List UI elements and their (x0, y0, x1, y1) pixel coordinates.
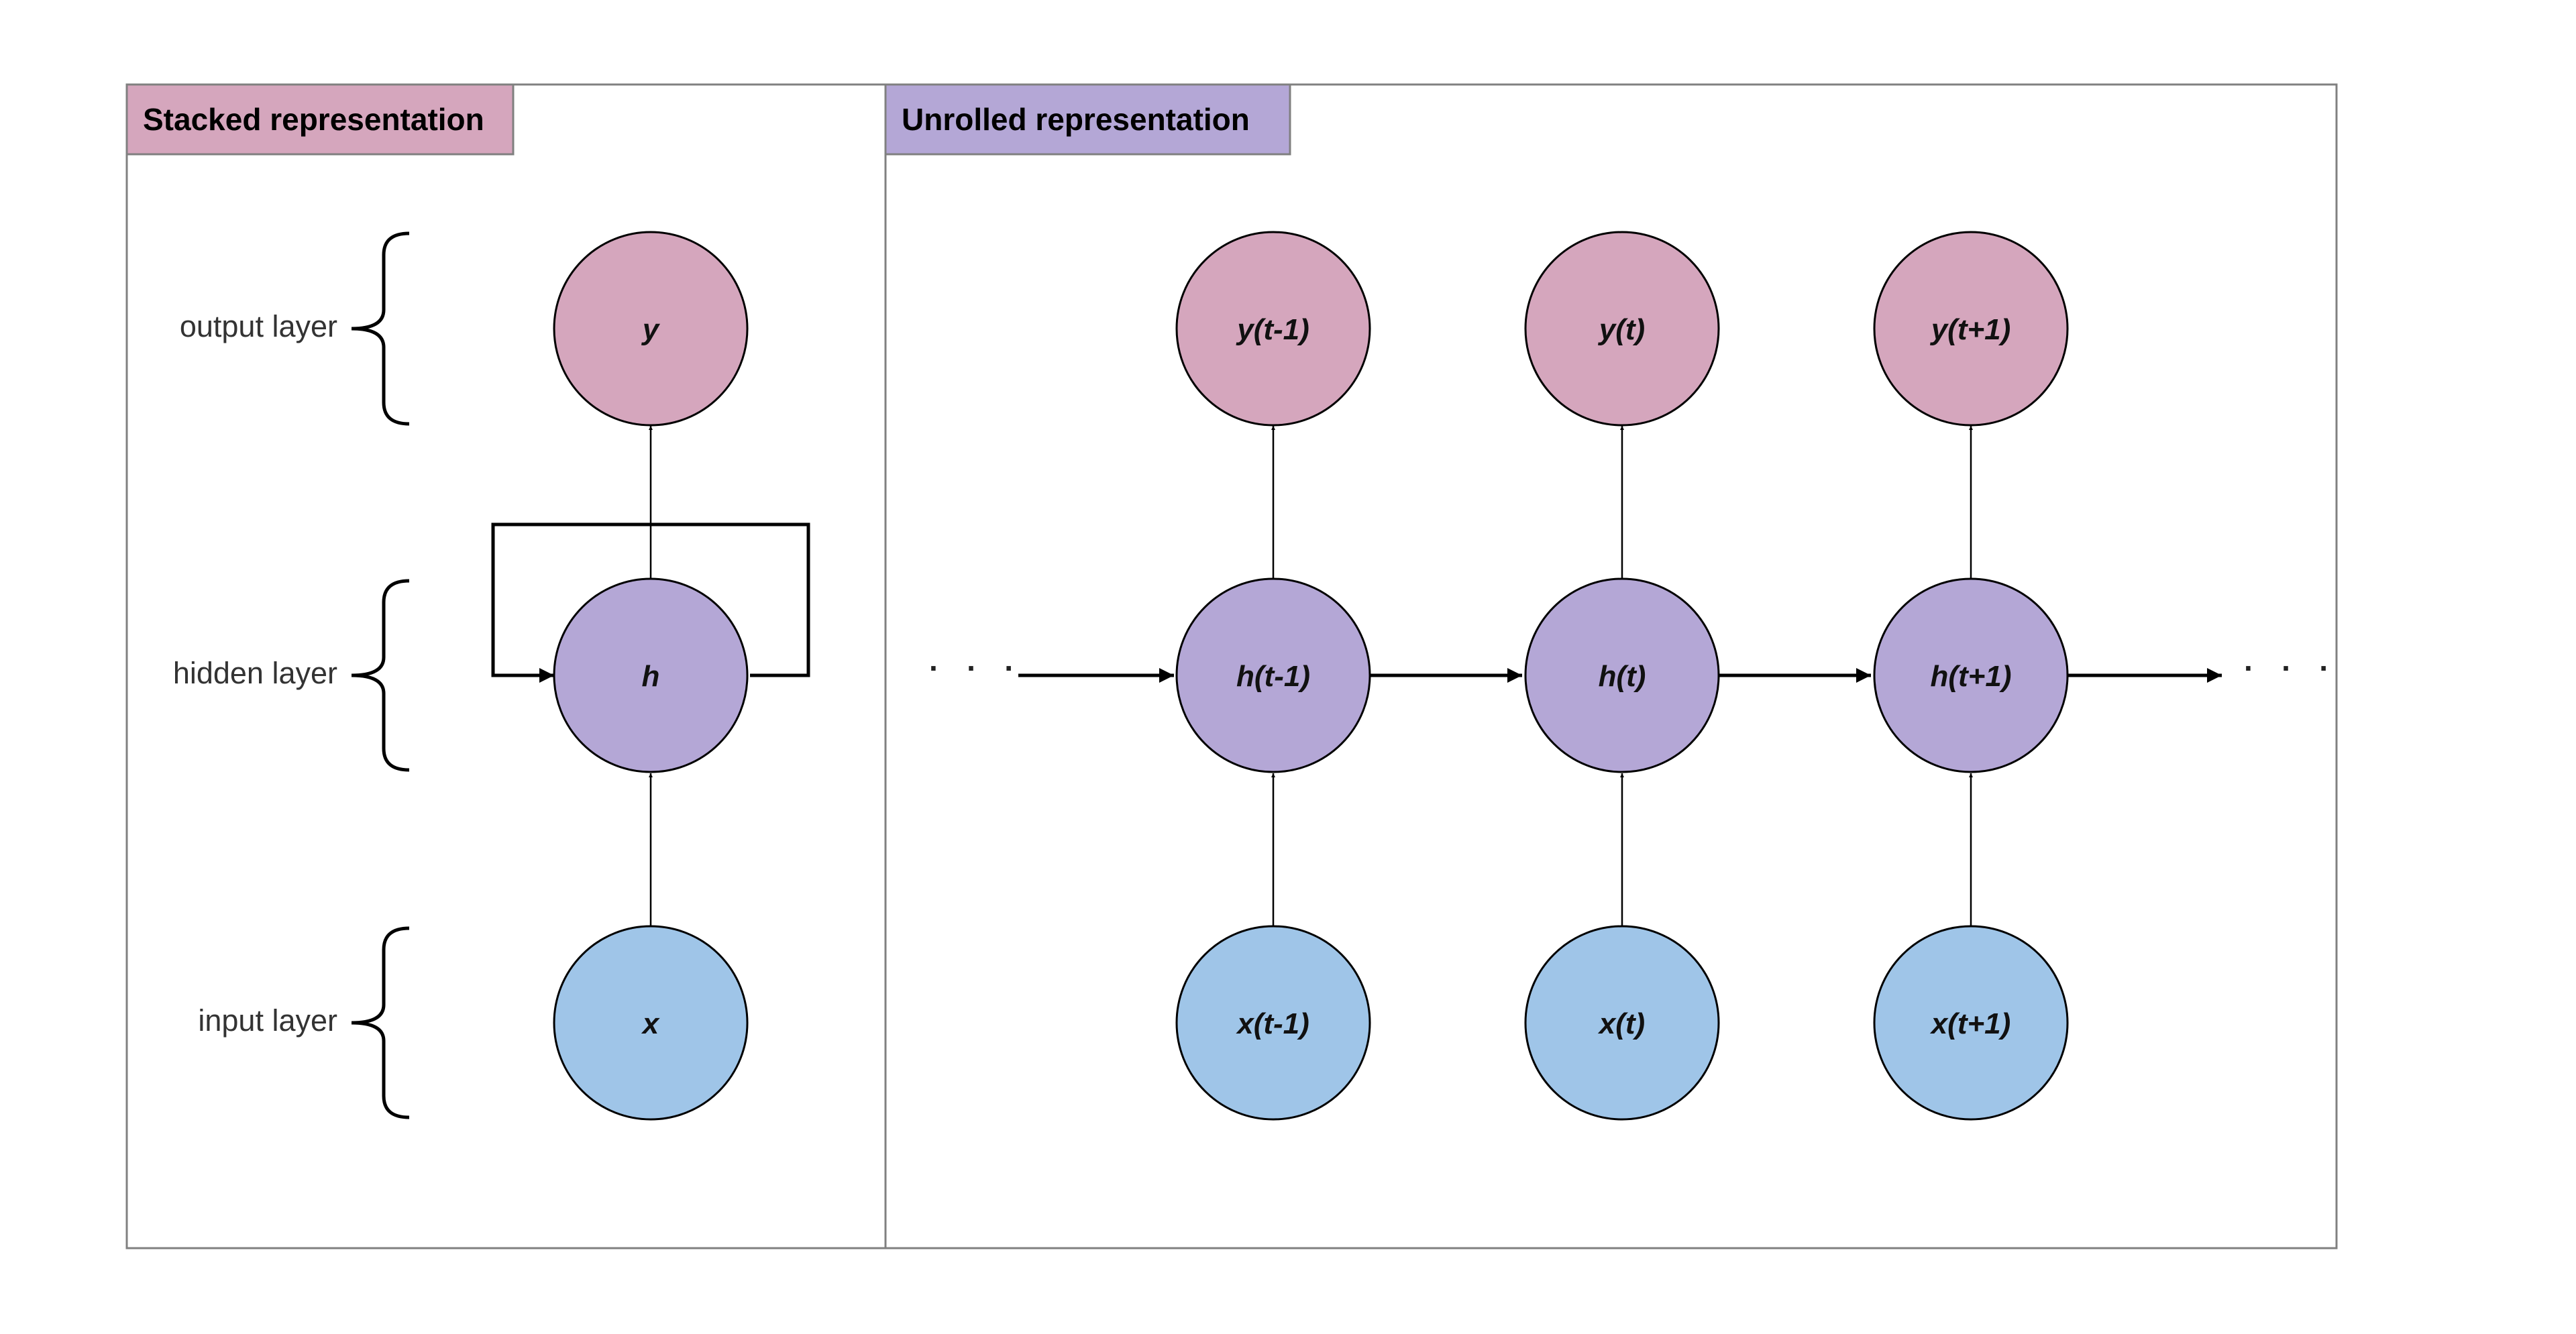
unrolled-node-y-t-minus-1: y(t-1) (1175, 231, 1371, 427)
node-label: h(t+1) (1931, 660, 2012, 693)
output-layer-brace (351, 231, 410, 426)
node-label: x(t-1) (1236, 1007, 1309, 1040)
unrolled-title-tab: Unrolled representation (884, 83, 1291, 156)
node-label: x (641, 1007, 660, 1040)
unrolled-node-x-t-plus-1: x(t+1) (1873, 925, 2069, 1121)
unrolled-node-y-t: y(t) (1524, 231, 1720, 427)
stacked-node-y: y (553, 231, 749, 427)
right-ellipsis: · · · (2244, 651, 2339, 685)
node-label: h(t-1) (1236, 660, 1310, 693)
hidden-layer-brace (351, 579, 410, 772)
stacked-node-h: h (553, 577, 749, 773)
node-label: y(t+1) (1930, 313, 2011, 346)
left-ellipsis: · · · (929, 651, 1024, 685)
node-label: y(t) (1598, 313, 1645, 346)
node-label: x(t+1) (1930, 1007, 2011, 1040)
input-layer-brace (351, 926, 410, 1119)
node-label: x(t) (1598, 1007, 1645, 1040)
node-label: y(t-1) (1236, 313, 1309, 346)
unrolled-node-h-t: h(t) (1524, 577, 1720, 773)
stacked-node-x: x (553, 925, 749, 1121)
stacked-title: Stacked representation (143, 102, 484, 137)
output-layer-label: output layer (180, 309, 337, 343)
unrolled-node-h-t-plus-1: h(t+1) (1873, 577, 2069, 773)
unrolled-node-y-t-plus-1: y(t+1) (1873, 231, 2069, 427)
input-layer-label: input layer (198, 1003, 337, 1038)
unrolled-node-x-t: x(t) (1524, 925, 1720, 1121)
stacked-title-tab: Stacked representation (125, 83, 515, 156)
unrolled-node-x-t-minus-1: x(t-1) (1175, 925, 1371, 1121)
node-label: h (642, 660, 660, 693)
unrolled-title: Unrolled representation (902, 102, 1250, 137)
node-label: y (641, 313, 661, 346)
hidden-layer-label: hidden layer (173, 656, 337, 690)
node-label: h(t) (1599, 660, 1646, 693)
unrolled-panel (884, 83, 2338, 1249)
stacked-recurrent-loop-arrow (491, 522, 810, 683)
unrolled-node-h-t-minus-1: h(t-1) (1175, 577, 1371, 773)
